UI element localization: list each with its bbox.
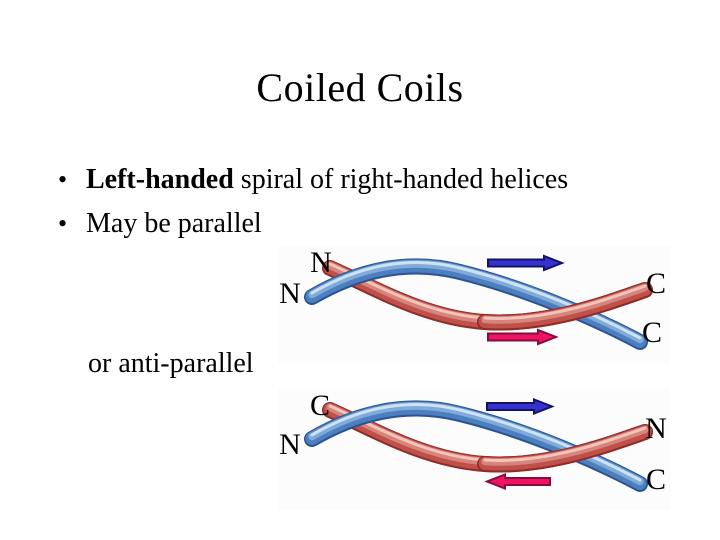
bullet-rest-part: spiral of right-handed helices — [233, 164, 569, 195]
bullet-dot: • — [58, 209, 68, 238]
terminus-label-c-right-bottom: C — [641, 316, 663, 349]
bullet-text: May be parallel — [86, 208, 262, 239]
blue-direction-arrow-right — [486, 398, 555, 415]
bullet-item-1: • Left-handed spiral of right-handed heli… — [58, 163, 698, 196]
bullet-bold-part: Left-handed — [86, 164, 234, 195]
coiled-coil-illustration — [304, 398, 653, 492]
bullet-rest-part: May be parallel — [86, 208, 262, 239]
coiled-coil-illustration — [304, 254, 653, 350]
diagram-antiparallel: C N N C — [278, 388, 670, 510]
terminus-label-n-top-left: N — [310, 246, 332, 279]
diagram-parallel: N N C C — [278, 246, 670, 364]
terminus-label-n-left: N — [279, 277, 301, 310]
bullet-text: Left-handed spiral of right-handed helic… — [86, 164, 568, 195]
terminus-label-n-right-top: N — [645, 412, 667, 445]
pink-direction-arrow-right — [487, 328, 559, 346]
blue-helix — [304, 258, 648, 350]
slide-title: Coiled Coils — [256, 65, 464, 110]
bullet-dot: • — [58, 165, 68, 194]
blue-direction-arrow-right — [487, 254, 565, 272]
subtext-anti-parallel: or anti-parallel — [88, 348, 254, 379]
terminus-label-c-right-bottom: C — [645, 463, 667, 496]
pink-direction-arrow-left — [484, 473, 551, 490]
red-helix-front-segment — [477, 424, 653, 473]
terminus-label-c-top-left: C — [309, 389, 331, 422]
terminus-label-n-left: N — [279, 428, 301, 461]
terminus-label-c-right-top: C — [645, 267, 667, 300]
blue-helix — [304, 400, 648, 492]
bullet-item-2: • May be parallel — [58, 207, 698, 240]
red-helix-front-segment — [477, 282, 653, 331]
